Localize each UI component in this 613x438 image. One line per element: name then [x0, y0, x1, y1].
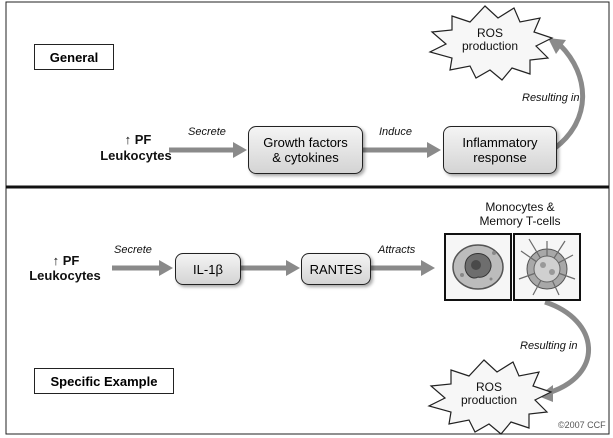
tcell-image [513, 233, 581, 301]
monocyte-cell-icon [452, 244, 504, 290]
arrowhead-il1b-rantes [286, 260, 300, 276]
verb-attracts: Attracts [378, 244, 416, 256]
ros-text-general: ROS production [461, 26, 519, 53]
source-pf-specific: ↑ PF [52, 253, 80, 268]
outer-border [5, 1, 610, 435]
ros-starburst-general [428, 5, 554, 81]
source-leukocytes-specific: Leukocytes [29, 268, 101, 283]
up-arrow-icon: ↑ [124, 132, 132, 147]
node-il1b: IL-1β [175, 253, 241, 285]
arrowhead-resulting-general [548, 38, 566, 54]
ros-text-specific: ROS production [460, 380, 518, 407]
general-label: General [34, 44, 114, 70]
ros-starburst-specific [427, 359, 553, 435]
memory-t-cell-icon [518, 238, 576, 296]
arrowhead-secrete-general [233, 142, 247, 158]
arrow-resulting-general [553, 43, 586, 150]
arrowhead-secrete-specific [159, 260, 173, 276]
arrowhead-attracts [421, 260, 435, 276]
source-leukocytes-general: Leukocytes [100, 148, 172, 163]
cells-title: Monocytes & Memory T-cells [479, 200, 561, 228]
specific-example-label: Specific Example [34, 368, 174, 394]
node-growth-factors: Growth factors & cytokines [248, 126, 363, 174]
verb-induce: Induce [379, 126, 413, 138]
node-rantes: RANTES [301, 253, 371, 285]
up-arrow-icon: ↑ [52, 253, 60, 268]
verb-secrete-specific: Secrete [114, 244, 152, 256]
verb-resulting-in-specific: Resulting in [520, 340, 578, 352]
arrow-resulting-specific [544, 299, 591, 396]
monocyte-image [444, 233, 512, 301]
copyright-text: ©2007 CCF [558, 420, 606, 430]
source-pf-general: ↑ PF [124, 132, 152, 147]
arrowhead-induce [427, 142, 441, 158]
verb-resulting-in-general: Resulting in [522, 92, 580, 104]
verb-secrete-general: Secrete [188, 126, 226, 138]
node-inflammatory-response: Inflammatory response [443, 126, 557, 174]
